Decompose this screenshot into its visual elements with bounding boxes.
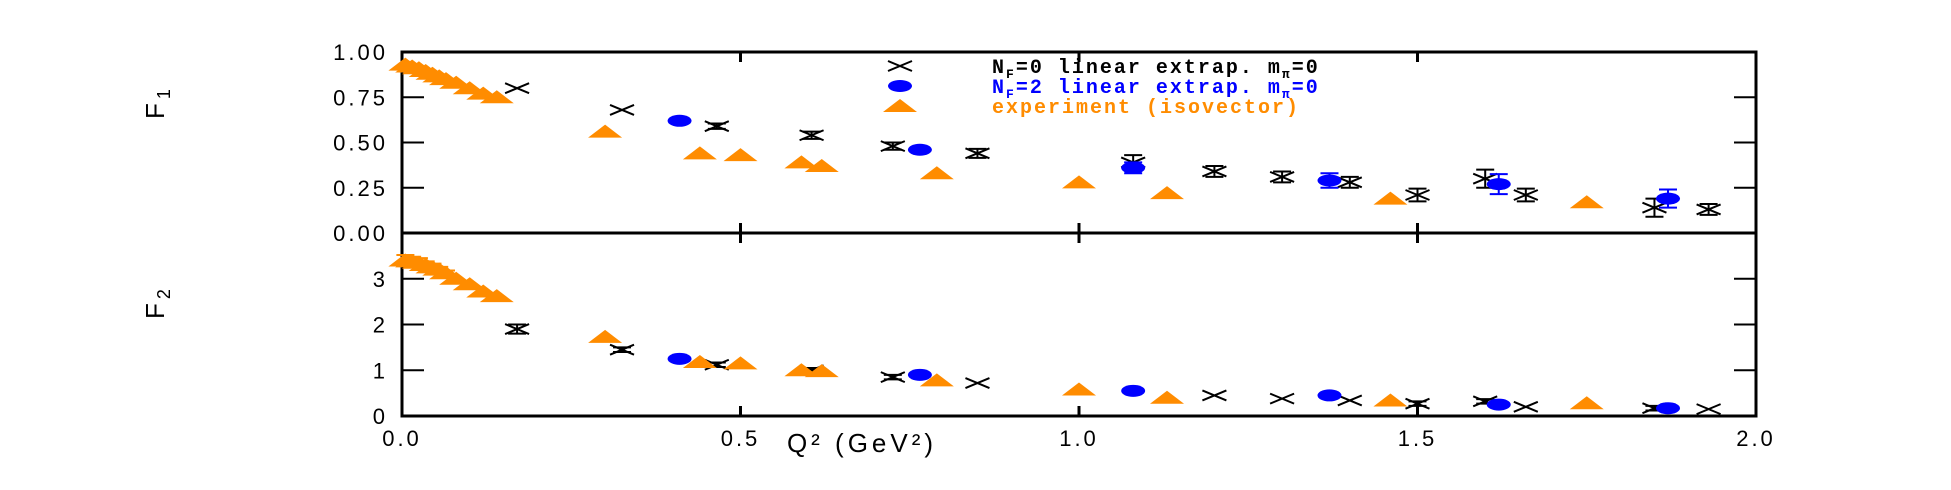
x-axis-title: Q² (GeV²) xyxy=(787,428,937,458)
f2-experiment-point xyxy=(1373,393,1408,407)
f2-quenched-point xyxy=(1405,397,1430,410)
f2-experiment-point xyxy=(804,364,839,378)
x-tick-label: 0.5 xyxy=(721,426,761,451)
f1-quenched-point xyxy=(1696,203,1721,216)
f2-quenched-point xyxy=(1696,403,1721,416)
f1-ytick-label: 1.00 xyxy=(333,40,388,65)
f1-experiment-point xyxy=(479,90,514,104)
f2-dynamical-point xyxy=(1486,398,1511,411)
legend-entry-1: NF=0 linear extrap. mπ=0 xyxy=(992,57,1320,82)
f2-ytick-label: 2 xyxy=(373,313,388,338)
f1-quenched-point xyxy=(1202,165,1227,178)
f1-quenched-point xyxy=(1642,201,1667,214)
legend-cross-marker xyxy=(887,60,913,72)
f1-quenched-point xyxy=(504,82,530,95)
f1-quenched-point xyxy=(609,103,635,116)
f1-experiment-point xyxy=(1373,191,1408,205)
f2-quenched-point xyxy=(704,358,730,371)
f1-ytick-label: 0.00 xyxy=(333,221,388,246)
f1-ytick-label: 0.75 xyxy=(333,85,388,110)
f1-dynamical-point xyxy=(1317,174,1342,187)
f1-dynamical-point xyxy=(1655,192,1680,205)
f1-quenched-point xyxy=(1269,170,1295,183)
f2-quenched-point xyxy=(1202,389,1227,402)
f2-quenched-point xyxy=(504,323,530,335)
f2-experiment-point xyxy=(479,289,514,303)
f1-dynamical-point xyxy=(667,114,692,127)
f1-quenched-point xyxy=(1513,189,1539,201)
f2-experiment-point xyxy=(682,355,717,369)
f2-dynamical-point xyxy=(1655,402,1680,415)
f2-axis-title: F2 xyxy=(140,285,174,319)
f2-quenched-point xyxy=(880,371,906,384)
f1-experiment-point xyxy=(1150,186,1185,200)
f2-ytick-label: 3 xyxy=(373,267,388,292)
f1-axis-title: F1 xyxy=(140,85,174,119)
f2-experiment-point xyxy=(723,356,758,370)
f2-quenched-point xyxy=(1513,400,1539,413)
f2-dynamical-point xyxy=(907,368,932,381)
f1-quenched-point xyxy=(965,147,990,160)
f1-ytick-label: 0.50 xyxy=(333,131,388,156)
f2-quenched-point xyxy=(1337,394,1363,407)
f1-experiment-point xyxy=(723,148,758,162)
f1-experiment-point xyxy=(1569,195,1604,209)
legend: NF=0 linear extrap. mπ=0NF=2 linear extr… xyxy=(883,57,1320,120)
f2-quenched-point xyxy=(609,343,635,356)
f1-dynamical-point xyxy=(1121,161,1146,174)
x-tick-label: 1.0 xyxy=(1059,426,1099,451)
f1-quenched-point xyxy=(880,140,906,153)
f2-experiment-point xyxy=(1062,382,1096,396)
f2-quenched-point xyxy=(1269,392,1295,405)
f2-experiment-point xyxy=(1150,390,1185,404)
f1-quenched-point xyxy=(1337,176,1363,189)
x-tick-label: 1.5 xyxy=(1398,426,1438,451)
f2-panel: 0 1 2 3 0.0 0.5 1.0 1.5 2.0 xyxy=(373,231,1776,451)
f1-ytick-label: 0.25 xyxy=(333,176,388,201)
legend-triangle-marker xyxy=(883,99,917,112)
f1-experiment-point xyxy=(682,146,717,160)
f1-quenched-point xyxy=(1405,189,1430,201)
f1-quenched-point xyxy=(704,120,730,133)
legend-entry-2: NF=2 linear extrap. mπ=0 xyxy=(992,77,1320,102)
f2-quenched-point xyxy=(965,377,990,389)
f1-dynamical-point xyxy=(1486,178,1511,191)
f2-experiment-point xyxy=(1569,396,1604,410)
f2-experiment-point xyxy=(784,363,819,377)
f2-dynamical-point xyxy=(1317,389,1342,402)
f1-experiment-point xyxy=(1062,175,1096,189)
f2-dynamical-point xyxy=(1121,384,1146,397)
x-tick-label: 0.0 xyxy=(382,426,422,451)
x-tick-label: 2.0 xyxy=(1736,426,1776,451)
f1-experiment-point xyxy=(588,124,623,138)
f1-panel: 0.00 0.25 0.50 0.75 1.00 xyxy=(333,40,1758,246)
f2-experiment-point xyxy=(919,373,954,387)
f2-experiment-point xyxy=(452,277,487,291)
f1-experiment-point xyxy=(804,159,839,173)
f1-dynamical-point xyxy=(907,143,932,156)
f2-ytick-label: 1 xyxy=(373,358,388,383)
f1-quenched-point xyxy=(799,129,824,142)
f2-dynamical-point xyxy=(667,352,692,365)
f1-experiment-point xyxy=(919,166,954,180)
f2-ytick-label: 0 xyxy=(373,404,388,429)
f1-experiment-point xyxy=(784,155,819,169)
legend-entry-3: experiment (isovector) xyxy=(992,97,1300,120)
f2-experiment-point xyxy=(588,329,623,343)
legend-dot-marker xyxy=(888,80,912,92)
